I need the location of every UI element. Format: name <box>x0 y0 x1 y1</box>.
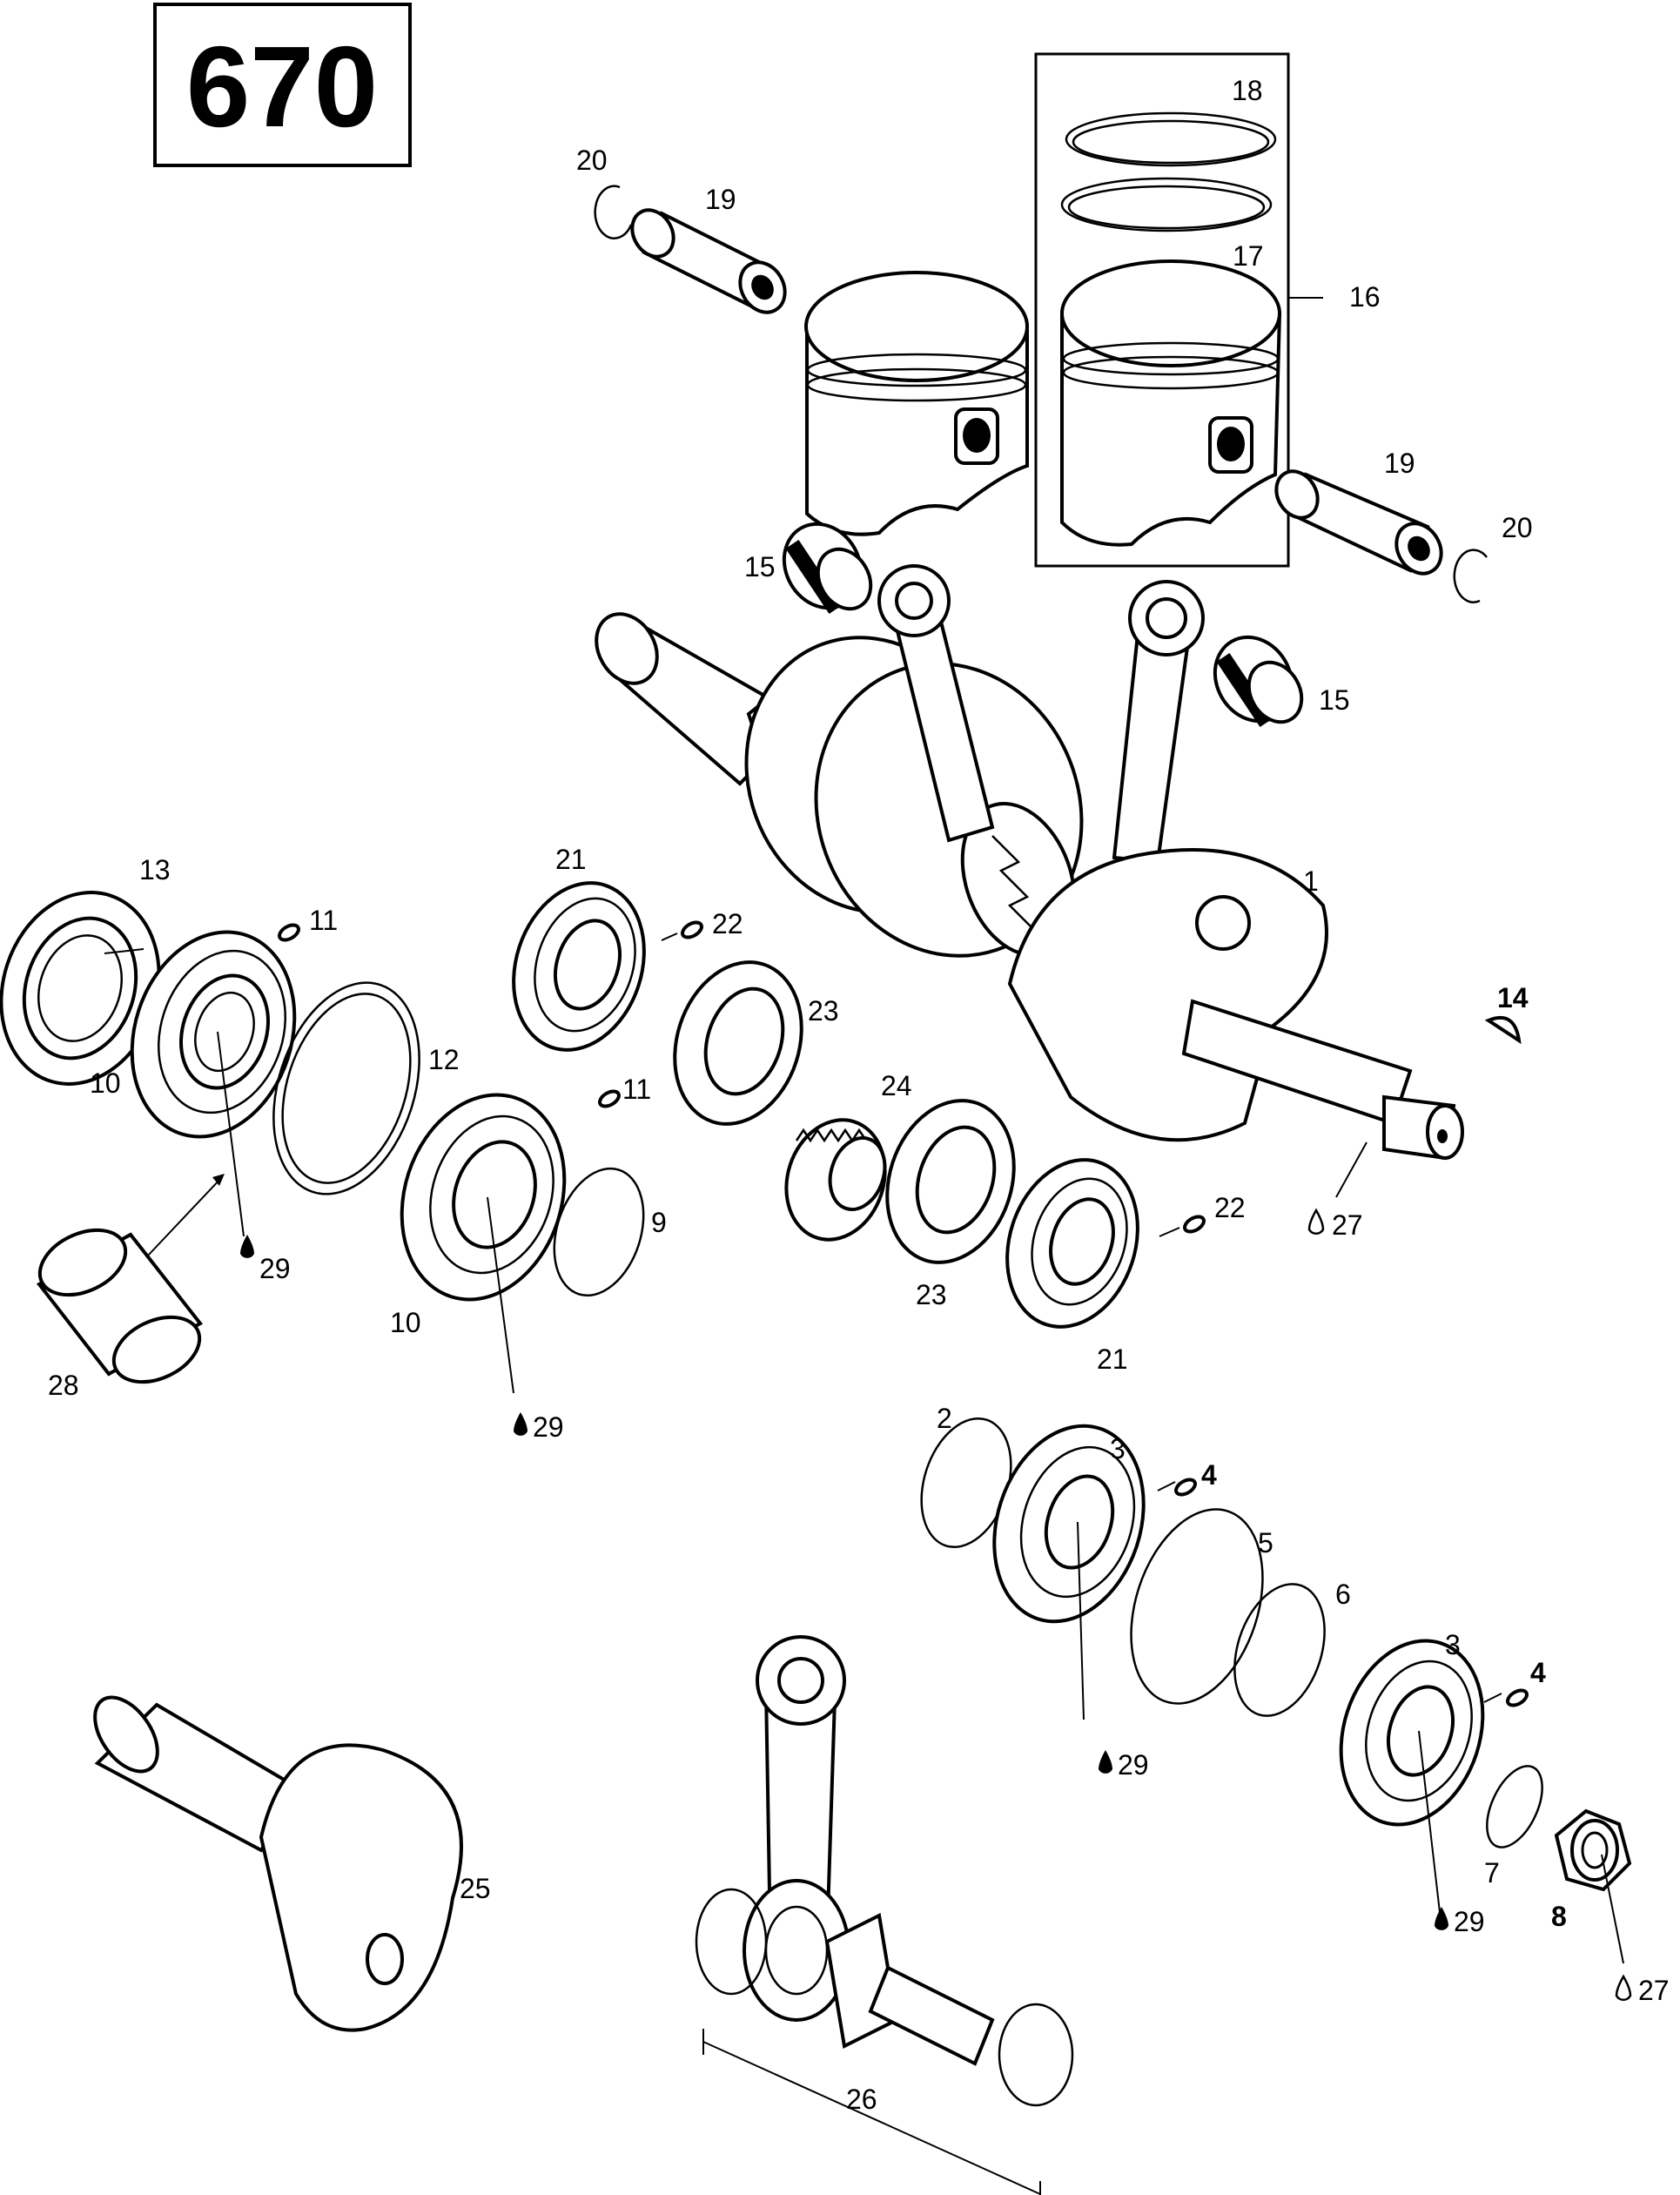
callout-22: 22 <box>1214 1192 1246 1223</box>
piston-pin-right <box>1274 469 1443 576</box>
model-number: 670 <box>186 23 378 151</box>
lock-washer-7 <box>1486 1765 1543 1848</box>
callout-11: 11 <box>622 1074 651 1105</box>
dowel-pin-11-upper <box>278 923 300 942</box>
piston-pin-left <box>630 208 787 314</box>
gear-24 <box>784 1118 887 1242</box>
callout-24: 24 <box>881 1070 912 1101</box>
oil-drop-filled-icon <box>514 1412 528 1436</box>
shim-9 <box>553 1167 645 1297</box>
crankshaft-assembly <box>595 564 1464 1161</box>
callout-14: 14 <box>1497 982 1529 1013</box>
bushing-28 <box>36 1228 204 1384</box>
needle-bearing-left <box>782 522 873 614</box>
ball-bearing-3-upper <box>992 1424 1146 1624</box>
callout-5: 5 <box>1258 1527 1273 1559</box>
callout-19: 19 <box>1384 448 1415 479</box>
oil-drop-filled-icon <box>240 1235 254 1258</box>
callout-18: 18 <box>1232 75 1263 106</box>
callout-4: 4 <box>1201 1459 1217 1491</box>
dowel-pin-4-lower <box>1506 1688 1529 1707</box>
callout-11: 11 <box>309 905 338 936</box>
callout-28: 28 <box>48 1370 79 1401</box>
callout-27: 27 <box>1638 1975 1670 2006</box>
circlip-left <box>594 185 633 239</box>
callout-17: 17 <box>1233 240 1264 272</box>
callout-12: 12 <box>428 1044 460 1075</box>
callout-29: 29 <box>1118 1749 1149 1781</box>
callout-1: 1 <box>1303 865 1319 897</box>
callout-15: 15 <box>1319 684 1350 716</box>
oil-drop-filled-icon <box>1099 1750 1112 1774</box>
callout-19: 19 <box>705 184 736 215</box>
callout-23: 23 <box>808 995 839 1027</box>
seal-23-upper <box>673 960 803 1126</box>
callout-6: 6 <box>1335 1579 1351 1610</box>
dowel-pin-11-lower <box>598 1089 621 1108</box>
ball-bearing-3-lower <box>1339 1639 1485 1827</box>
piston-left <box>804 271 1029 536</box>
piston-ring-second <box>1060 177 1273 232</box>
callout-23: 23 <box>916 1279 947 1310</box>
callout-8: 8 <box>1551 1901 1567 1932</box>
oil-drop-filled-icon <box>1435 1907 1448 1930</box>
callout-4: 4 <box>1530 1657 1546 1688</box>
callout-3: 3 <box>1445 1629 1461 1660</box>
ball-bearing-21-upper <box>512 881 646 1052</box>
oil-drop-outline-icon <box>1615 1974 1632 2002</box>
nut-8 <box>1554 1808 1632 1892</box>
callout-9: 9 <box>651 1207 667 1238</box>
piston-in-kit <box>1060 259 1282 547</box>
callout-7: 7 <box>1484 1857 1500 1889</box>
crankshaft-half-25 <box>93 1695 463 2032</box>
callout-26: 26 <box>846 2084 877 2115</box>
callout-29: 29 <box>259 1253 291 1284</box>
callout-10: 10 <box>90 1067 121 1099</box>
callout-15: 15 <box>744 551 776 582</box>
oil-drop-outline-icon <box>1307 1208 1325 1236</box>
o-ring-12 <box>272 981 420 1195</box>
dowel-pin-22-lower <box>1183 1215 1206 1234</box>
callout-13: 13 <box>139 854 171 885</box>
dowel-pin-22-upper <box>681 920 703 939</box>
ball-bearing-10-upper <box>130 930 297 1139</box>
callout-labels: 1 2 3 3 4 4 5 6 7 8 9 10 10 11 11 12 13 … <box>48 75 1670 2115</box>
callout-20: 20 <box>1502 512 1533 543</box>
callout-25: 25 <box>460 1873 491 1904</box>
callout-10: 10 <box>390 1307 421 1338</box>
piston-kit-box <box>1034 52 1290 568</box>
callout-3: 3 <box>1110 1433 1126 1464</box>
callout-21: 21 <box>555 844 587 875</box>
dowel-pin-4-upper <box>1174 1478 1197 1497</box>
seal-23-lower <box>885 1099 1016 1264</box>
circlip-right <box>1453 549 1488 603</box>
callout-29: 29 <box>1454 1906 1485 1937</box>
callout-2: 2 <box>937 1403 952 1434</box>
model-number-box: 670 <box>153 3 412 167</box>
shim-6 <box>1233 1583 1326 1717</box>
callout-20: 20 <box>576 145 608 176</box>
callout-16: 16 <box>1349 281 1381 313</box>
woodruff-key <box>1484 1015 1522 1045</box>
o-ring-5 <box>1130 1508 1264 1705</box>
needle-bearing-right <box>1213 635 1304 727</box>
ball-bearing-10-lower <box>400 1093 567 1302</box>
callout-22: 22 <box>712 908 743 939</box>
connecting-rod-kit-26 <box>695 1635 1074 2107</box>
piston-ring-top <box>1065 111 1277 167</box>
callout-29: 29 <box>533 1411 564 1443</box>
callout-27: 27 <box>1332 1209 1363 1241</box>
ball-bearing-21-lower <box>1005 1158 1139 1329</box>
callout-21: 21 <box>1097 1343 1128 1375</box>
